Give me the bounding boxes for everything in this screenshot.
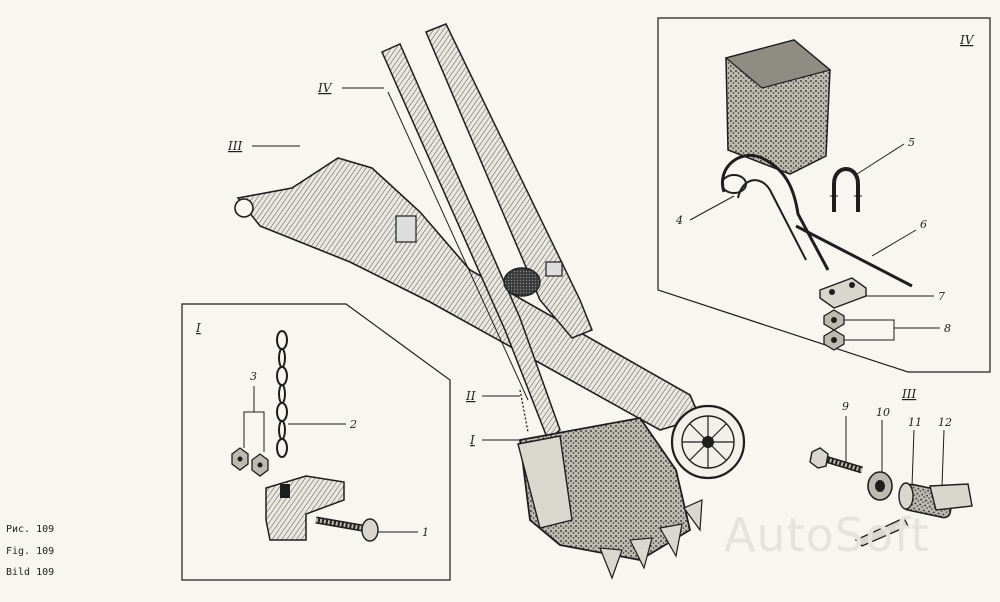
collar-nut: [867, 471, 893, 501]
inset-I-label: I: [195, 321, 201, 335]
callout-I-main: I: [469, 433, 475, 447]
inset-III-label: III: [901, 387, 916, 401]
callout-IV-main: IV: [317, 81, 333, 95]
inset-IV-frame: [657, 17, 991, 373]
bucket: [517, 417, 703, 580]
boom-pivot-eye: [234, 198, 254, 218]
callout-9: 9: [842, 400, 849, 413]
pin-bolt: [809, 447, 864, 474]
callout-1: 1: [422, 526, 429, 539]
watermark: AutoSoft: [724, 508, 930, 562]
callout-10: 10: [876, 406, 890, 419]
lock-chain-part: [276, 330, 288, 458]
callout-7: 7: [938, 290, 945, 303]
inset-IV: IV: [657, 17, 991, 373]
clip-loop: [721, 174, 747, 194]
callout-3: 3: [250, 370, 257, 383]
bucket-tooth: [683, 499, 703, 532]
caption-en: Fig. 109: [6, 546, 55, 557]
callout-6: 6: [920, 218, 927, 231]
inset-I-frame: [181, 303, 451, 581]
lock-chain: [519, 389, 529, 433]
inset-IV-label: IV: [959, 33, 975, 47]
callout-2: 2: [349, 418, 357, 431]
dipper-stick-left: [381, 43, 561, 442]
callout-II-main: II: [465, 389, 476, 403]
boom-arm: [236, 157, 702, 431]
tooth-bracket: [265, 475, 345, 541]
spring-clip: [720, 153, 830, 271]
caption-de: Bild 109: [6, 567, 55, 578]
main-assembly: [234, 23, 746, 580]
caption-ru: Рис. 109: [6, 524, 55, 535]
callout-III-main: III: [227, 139, 242, 153]
control-bracket: [395, 215, 417, 243]
bucket-tooth: [629, 537, 653, 570]
hoist-rope: [387, 91, 529, 401]
callout-4: 4: [675, 214, 683, 227]
lever-plate: [854, 483, 973, 547]
callout-11: 11: [908, 416, 922, 429]
u-bolt: [832, 167, 860, 212]
bolt: [315, 516, 379, 542]
dipper-stick-right: [425, 23, 593, 339]
callout-8: 8: [944, 322, 951, 335]
inset-I: I: [181, 303, 451, 581]
winch-drum: [503, 267, 541, 297]
bucket-tooth: [599, 547, 623, 580]
callout-5: 5: [908, 136, 915, 149]
clamp-block: [545, 261, 563, 277]
sheave-wheel: [670, 404, 746, 480]
callout-12: 12: [938, 416, 952, 429]
tension-rod: [795, 224, 913, 288]
clamp-plate: [819, 277, 867, 309]
bucket-tooth: [659, 523, 683, 558]
inset-III: III: [809, 387, 973, 547]
main-leaders: [252, 87, 520, 441]
